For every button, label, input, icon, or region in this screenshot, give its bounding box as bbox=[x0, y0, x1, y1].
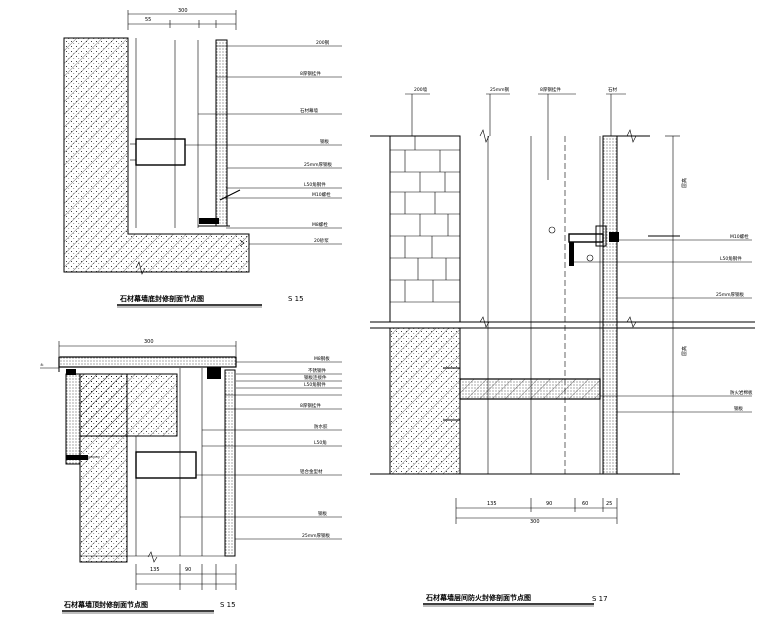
detail-1-dim-a: 55 bbox=[145, 17, 151, 23]
detail-3-dim-c: 60 bbox=[582, 501, 588, 507]
detail-1-steel-bracket bbox=[135, 138, 186, 166]
detail-2-leaders bbox=[180, 361, 342, 540]
detail-2-bolt bbox=[66, 369, 100, 460]
detail-2-dim-b: 90 bbox=[185, 567, 191, 573]
detail-3-height-label-1: 层高 bbox=[681, 346, 688, 356]
detail-1-label-6: M10螺栓 bbox=[312, 191, 331, 198]
detail-1-bolt bbox=[198, 189, 241, 227]
detail-1-sheet-number: S 15 bbox=[288, 295, 304, 303]
detail-1-caption: 石材幕墙底封修剖面节点图 bbox=[119, 294, 204, 303]
detail-3-stone-panel bbox=[602, 135, 618, 475]
detail-3-dim-d: 25 bbox=[606, 501, 612, 507]
detail-3-fire-closure: 200墙 25mm钢 8厚钢挂件 石材 层高 层高 M10螺栓 L50角钢件 2… bbox=[370, 86, 755, 607]
detail-3-right-label-0: M10螺栓 bbox=[730, 233, 749, 240]
detail-1-label-8: 20砂浆 bbox=[314, 237, 329, 244]
detail-2-steel-bracket bbox=[135, 451, 197, 479]
detail-3-steel-bracket bbox=[548, 225, 619, 266]
detail-3-caption: 石材幕墙层间防火封修剖面节点图 bbox=[425, 593, 531, 602]
detail-3-sheet-number: S 17 bbox=[592, 595, 608, 603]
detail-1-leaders bbox=[185, 45, 342, 245]
detail-2-label-9: 25mm厚钢板 bbox=[302, 532, 330, 539]
detail-2-label-8: 钢板 bbox=[318, 510, 327, 517]
detail-3-height-dimension bbox=[648, 135, 680, 475]
detail-3-right-label-3: 防火岩棉板 bbox=[730, 389, 753, 396]
detail-2-stone-panel bbox=[224, 369, 236, 557]
detail-3-height-label-0: 层高 bbox=[681, 178, 688, 188]
detail-3-right-label-2: 25mm厚钢板 bbox=[716, 291, 744, 298]
detail-3-top-leaders bbox=[405, 93, 626, 180]
detail-1-dimension-top: 300 55 bbox=[127, 8, 237, 30]
detail-1-label-4: 25mm厚钢板 bbox=[304, 161, 332, 168]
detail-2-label-2: 钢板连接件 bbox=[304, 374, 327, 381]
detail-1-label-2: 石材幕墙 bbox=[300, 107, 318, 114]
detail-3-top-label-0: 200墙 bbox=[414, 86, 428, 93]
detail-3-top-label-3: 石材 bbox=[608, 86, 617, 93]
detail-2-left-mark: ± bbox=[40, 362, 44, 368]
detail-2-dim-a: 135 bbox=[150, 567, 160, 573]
detail-1-label-1: 8厚钢挂件 bbox=[300, 70, 321, 77]
detail-2-sheet-number: S 15 bbox=[220, 601, 236, 609]
detail-2-label-5: 防水胶 bbox=[314, 423, 328, 430]
detail-2-top-closure: 300 ± bbox=[40, 339, 342, 614]
detail-3-dim-a: 135 bbox=[487, 501, 497, 507]
detail-2-label-4: 8厚钢挂件 bbox=[300, 402, 321, 409]
detail-2-label-1: 不锈钢件 bbox=[308, 367, 326, 374]
detail-3-top-label-1: 25mm钢 bbox=[490, 86, 509, 93]
detail-3-brick-wall bbox=[389, 135, 461, 323]
detail-3-dim-b: 90 bbox=[546, 501, 552, 507]
detail-1-bottom-closure: 300 55 bbox=[63, 8, 342, 308]
detail-1-label-5: L50角钢件 bbox=[304, 181, 326, 188]
detail-3-right-leaders bbox=[574, 239, 752, 413]
detail-2-label-3: L50角钢件 bbox=[304, 381, 326, 388]
detail-1-label-7: M8螺栓 bbox=[312, 221, 328, 228]
detail-3-right-label-4: 钢板 bbox=[734, 405, 743, 412]
detail-2-caption: 石材幕墙顶封修剖面节点图 bbox=[63, 600, 148, 609]
detail-1-label-0: 200钢 bbox=[316, 39, 330, 46]
detail-3-bottom-dimension bbox=[455, 498, 618, 524]
detail-3-dim-total: 300 bbox=[530, 519, 540, 525]
detail-2-dim-total: 300 bbox=[144, 339, 154, 345]
detail-2-coping-cap bbox=[58, 356, 237, 368]
detail-1-label-3: 钢板 bbox=[320, 138, 329, 145]
detail-2-label-0: M8钢板 bbox=[314, 355, 330, 362]
detail-2-label-7: 铝合金型材 bbox=[300, 468, 323, 475]
detail-1-dim-total: 300 bbox=[178, 8, 188, 14]
detail-2-label-6: L50角 bbox=[314, 439, 327, 446]
detail-3-right-label-1: L50角钢件 bbox=[720, 255, 742, 262]
detail-3-top-label-2: 8厚钢挂件 bbox=[540, 86, 561, 93]
